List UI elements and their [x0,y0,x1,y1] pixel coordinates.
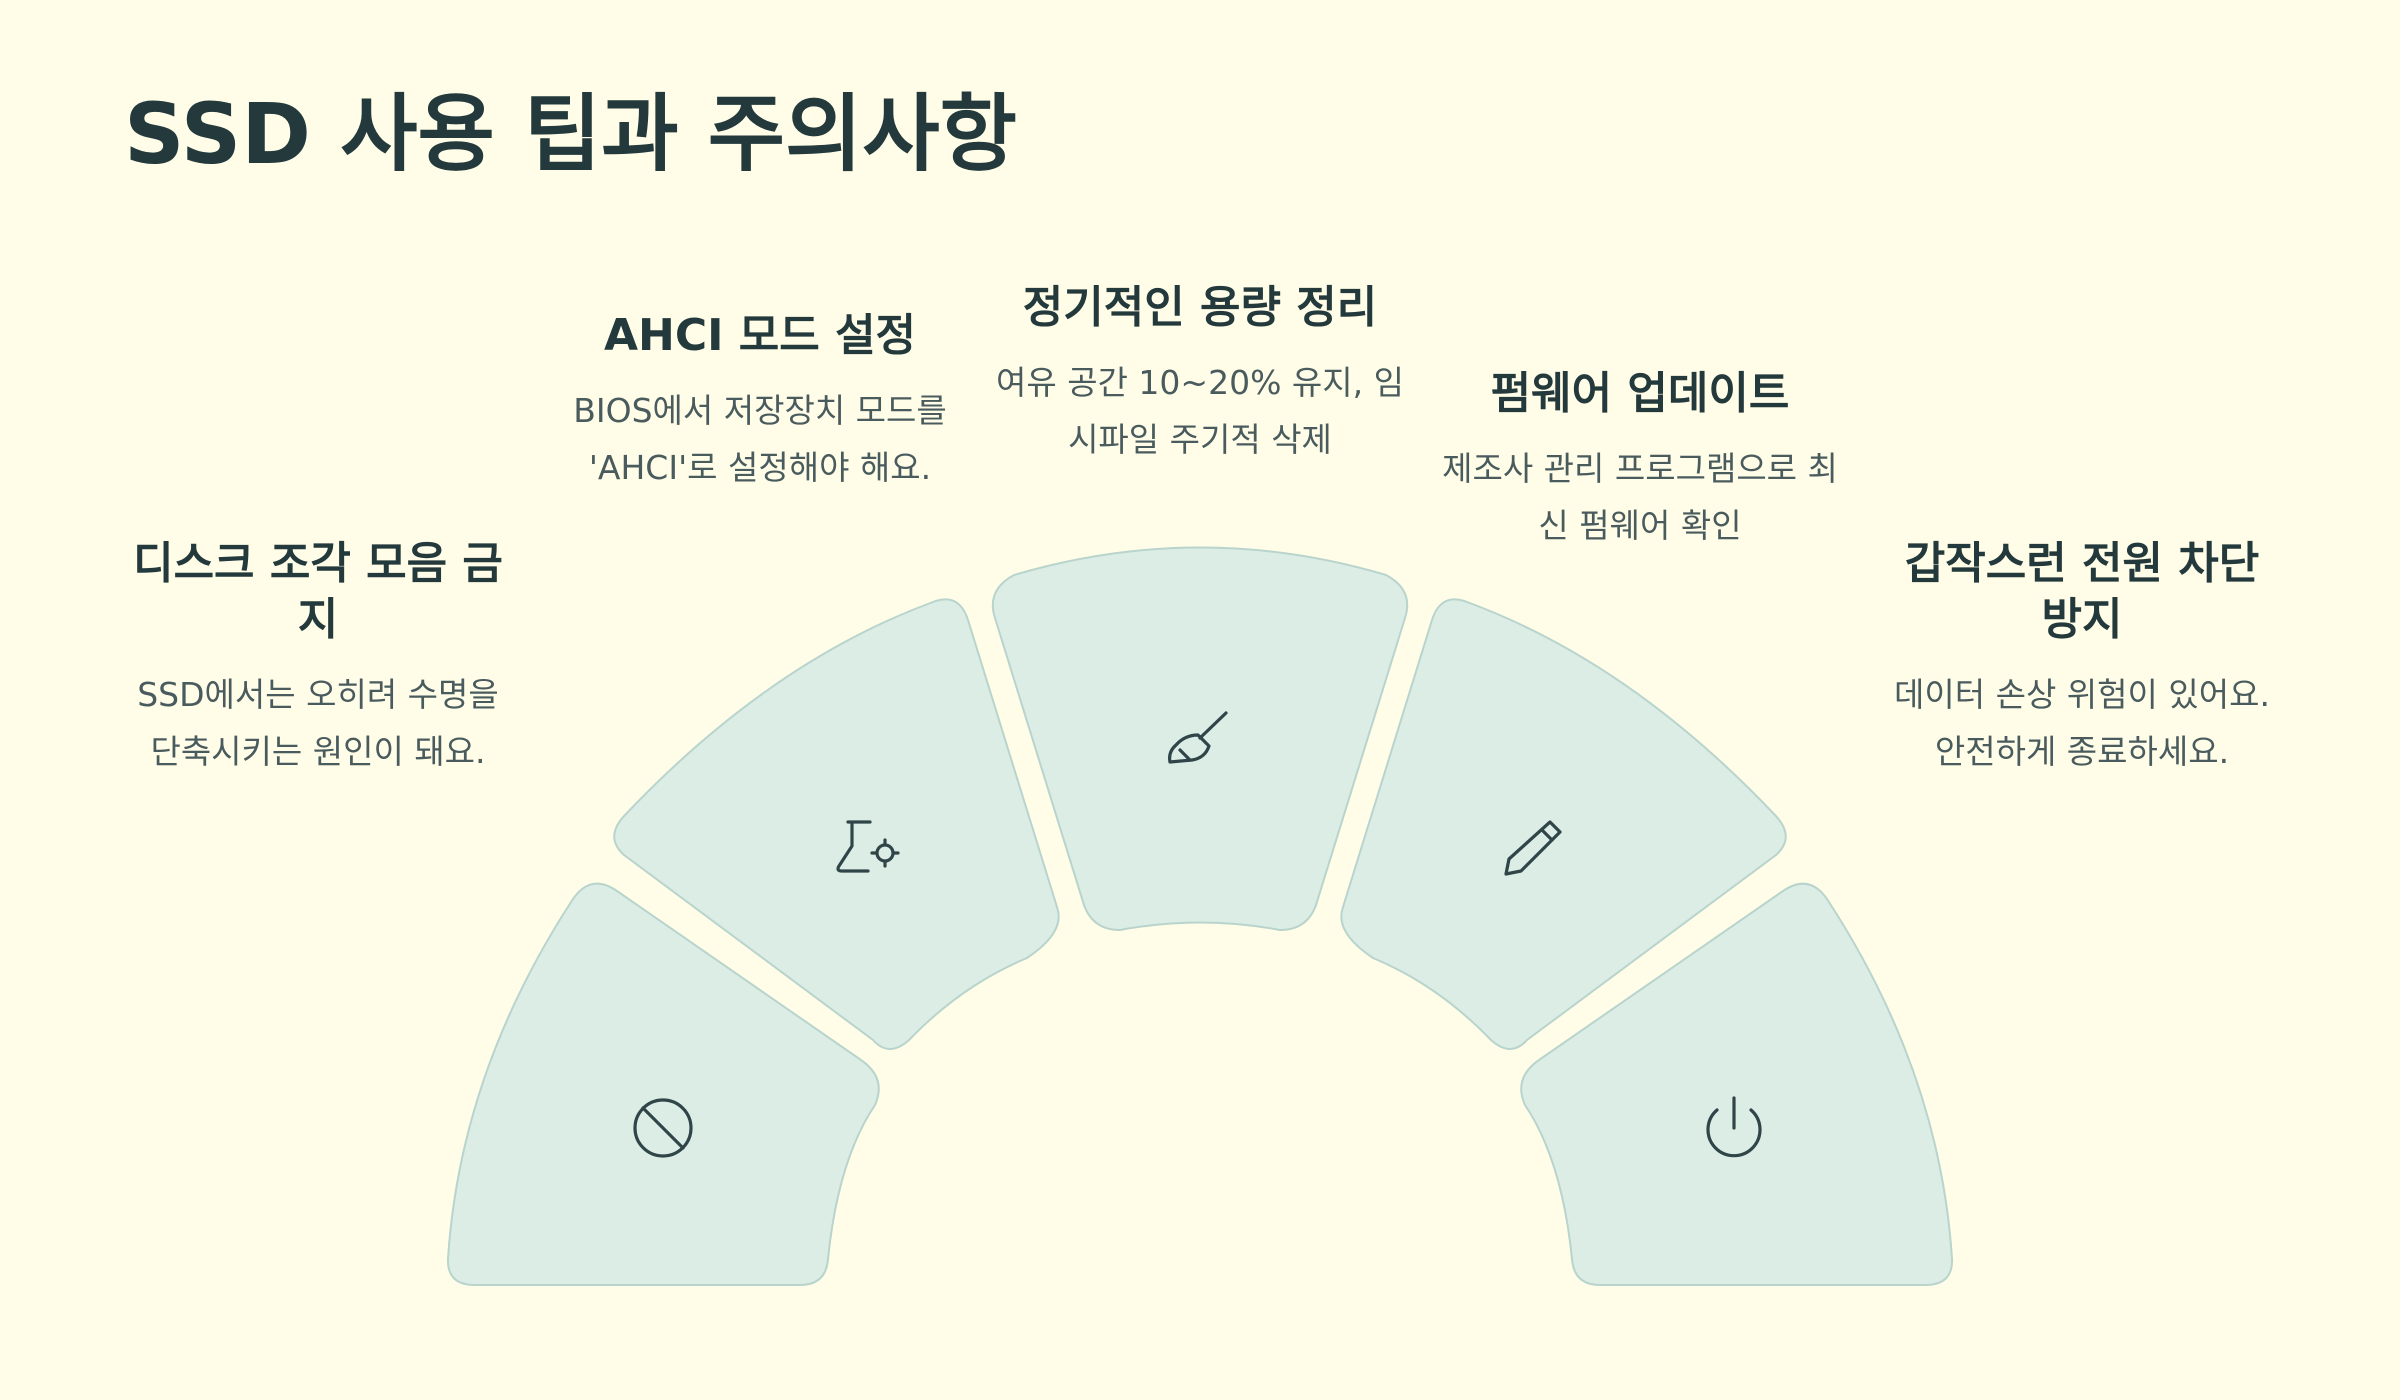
pen-icon [1504,820,1562,876]
tip-heading: 디스크 조각 모음 금지 [133,538,503,645]
no-entry-icon [633,1098,693,1158]
tip-description: 제조사 관리 프로그램으로 최신 펌웨어 확인 [1442,449,1838,545]
page-title: SSD 사용 팁과 주의사항 [124,85,1017,183]
tip-cleanup: 정기적인 용량 정리 여유 공간 10~20% 유지, 임시파일 주기적 삭제 [990,280,1410,468]
arc-segment-defrag[interactable] [446,882,880,1286]
tip-heading: AHCI 모드 설정 [603,310,917,361]
tip-firmware: 펌웨어 업데이트 제조사 관리 프로그램으로 최신 펌웨어 확인 [1430,366,1850,554]
tip-description: SSD에서는 오히려 수명을 단축시키는 원인이 돼요. [137,675,499,771]
tip-description: 여유 공간 10~20% 유지, 임시파일 주기적 삭제 [996,363,1404,459]
arc-segment-firmware[interactable] [1340,598,1787,1050]
tip-description: 데이터 손상 위험이 있어요. 안전하게 종료하세요. [1894,675,2270,771]
broom-icon [1168,711,1228,764]
tip-defrag: 디스크 조각 모음 금지 SSD에서는 오히려 수명을 단축시키는 원인이 돼요… [123,536,513,780]
tip-heading: 정기적인 용량 정리 [1022,282,1378,333]
tip-heading: 갑작스런 전원 차단 방지 [1904,538,2260,645]
power-icon [1706,1096,1762,1158]
tip-heading: 펌웨어 업데이트 [1490,368,1790,419]
arc-segment-power[interactable] [1520,882,1954,1286]
flask-gear-icon [836,820,900,873]
tip-power: 갑작스런 전원 차단 방지 데이터 손상 위험이 있어요. 안전하게 종료하세요… [1887,536,2277,780]
tip-ahci: AHCI 모드 설정 BIOS에서 저장장치 모드를 'AHCI'로 설정해야 … [565,308,955,496]
arc-segment-ahci[interactable] [613,598,1060,1050]
tip-description: BIOS에서 저장장치 모드를 'AHCI'로 설정해야 해요. [573,391,947,487]
